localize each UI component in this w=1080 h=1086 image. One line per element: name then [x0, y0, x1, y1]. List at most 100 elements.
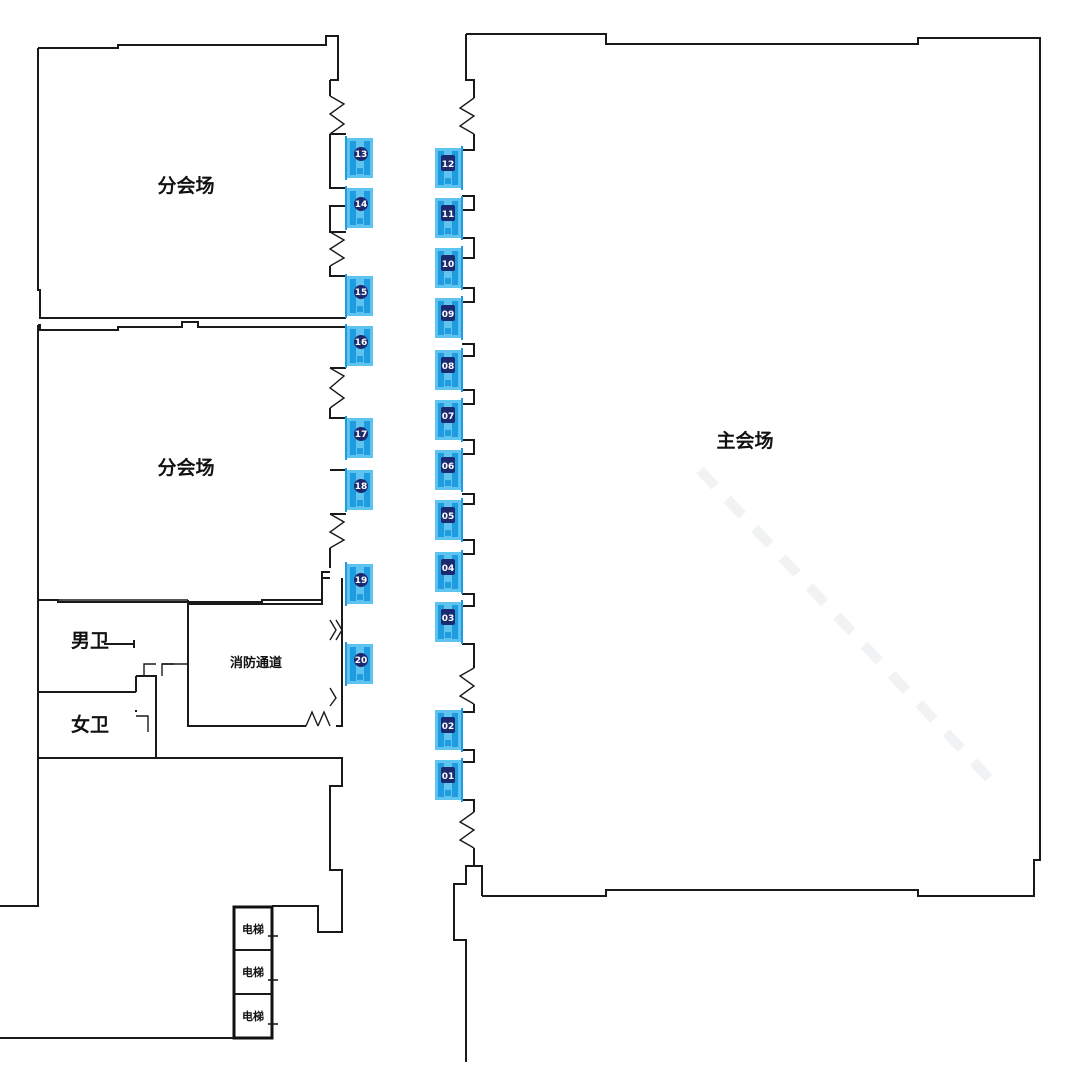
booth-badge [354, 573, 368, 587]
booth-badge [354, 147, 368, 161]
booth-block [357, 448, 363, 454]
booth-11[interactable]: 11 [435, 196, 463, 240]
booth-block [364, 647, 370, 681]
mens-restroom-label: 男卫 [71, 630, 109, 652]
booth-block [350, 567, 356, 601]
booth-05[interactable]: 05 [435, 498, 463, 542]
fire-exit-label: 消防通道 [230, 655, 282, 671]
booth-strip [461, 398, 463, 442]
left-booths: 13 14 15 16 17 18 19 20 [345, 136, 373, 686]
booth-number: 20 [355, 656, 368, 666]
sub-hall-1-label: 分会场 [157, 174, 214, 197]
booth-number: 14 [355, 200, 368, 210]
booth-number: 17 [355, 430, 368, 440]
booth-block [350, 191, 356, 225]
booth-03[interactable]: 03 [435, 600, 463, 644]
booth-number: 05 [442, 512, 455, 522]
booth-badge [441, 205, 455, 221]
booth-06[interactable]: 06 [435, 448, 463, 492]
booth-strip [345, 186, 347, 230]
booth-block [445, 278, 451, 284]
booth-strip [461, 708, 463, 752]
booth-number: 10 [442, 260, 455, 270]
booth-block [357, 674, 363, 680]
elevator-1-label: 电梯 [242, 922, 264, 936]
booth-strip [461, 498, 463, 542]
booth-17[interactable]: 17 [345, 416, 373, 460]
booth-block [364, 141, 370, 175]
booth-number: 01 [442, 772, 455, 782]
booth-13[interactable]: 13 [345, 136, 373, 180]
booth-badge [441, 717, 455, 733]
booth-strip [461, 600, 463, 644]
booth-07[interactable]: 07 [435, 398, 463, 442]
booth-block [364, 191, 370, 225]
booth-20[interactable]: 20 [345, 642, 373, 686]
booth-badge [441, 559, 455, 575]
booth-block [445, 380, 451, 386]
right-booths: 12 11 10 09 08 07 06 05 04 03 02 01 [435, 146, 463, 802]
booth-block [445, 228, 451, 234]
main-hall-label: 主会场 [716, 429, 773, 452]
booth-block [364, 279, 370, 313]
booth-strip [461, 246, 463, 290]
booth-strip [461, 296, 463, 340]
booth-strip [461, 146, 463, 190]
booth-strip [345, 136, 347, 180]
booth-badge [441, 305, 455, 321]
booth-strip [461, 196, 463, 240]
booth-block [445, 740, 451, 746]
booth-strip [461, 550, 463, 594]
booth-08[interactable]: 08 [435, 348, 463, 392]
booth-block [364, 421, 370, 455]
booth-block [445, 582, 451, 588]
booth-strip [345, 468, 347, 512]
booth-number: 12 [442, 160, 455, 170]
booth-badge [441, 457, 455, 473]
booth-block [445, 632, 451, 638]
booth-badge [441, 357, 455, 373]
booth-number: 04 [442, 564, 455, 574]
booth-block [445, 530, 451, 536]
booth-number: 02 [442, 722, 455, 732]
booth-block [350, 141, 356, 175]
booth-strip [461, 348, 463, 392]
booth-16[interactable]: 16 [345, 324, 373, 368]
womens-restroom-label: 女卫 [71, 713, 109, 736]
booth-block [445, 178, 451, 184]
booth-strip [345, 562, 347, 606]
booth-block [357, 306, 363, 312]
booth-badge [354, 653, 368, 667]
booth-badge [441, 767, 455, 783]
sub-hall-2-label: 分会场 [157, 456, 214, 479]
booth-04[interactable]: 04 [435, 550, 463, 594]
booth-number: 15 [355, 288, 368, 298]
booth-block [445, 430, 451, 436]
left-wing-doors [136, 95, 346, 732]
booth-number: 11 [442, 210, 455, 220]
booth-14[interactable]: 14 [345, 186, 373, 230]
booth-number: 19 [355, 576, 368, 586]
booth-strip [345, 324, 347, 368]
booth-number: 09 [442, 310, 455, 320]
booth-badge [354, 427, 368, 441]
booth-badge [354, 285, 368, 299]
booth-strip [345, 274, 347, 318]
booth-block [445, 328, 451, 334]
booth-number: 18 [355, 482, 368, 492]
booth-10[interactable]: 10 [435, 246, 463, 290]
booth-02[interactable]: 02 [435, 708, 463, 752]
booth-block [357, 356, 363, 362]
booth-18[interactable]: 18 [345, 468, 373, 512]
booth-12[interactable]: 12 [435, 146, 463, 190]
booth-01[interactable]: 01 [435, 758, 463, 802]
booth-block [357, 594, 363, 600]
elevator-2-label: 电梯 [242, 965, 264, 979]
left-wing-walls [0, 35, 346, 1040]
booth-number: 03 [442, 614, 455, 624]
booth-09[interactable]: 09 [435, 296, 463, 340]
booth-19[interactable]: 19 [345, 562, 373, 606]
booth-badge [354, 335, 368, 349]
booth-block [357, 168, 363, 174]
booth-15[interactable]: 15 [345, 274, 373, 318]
